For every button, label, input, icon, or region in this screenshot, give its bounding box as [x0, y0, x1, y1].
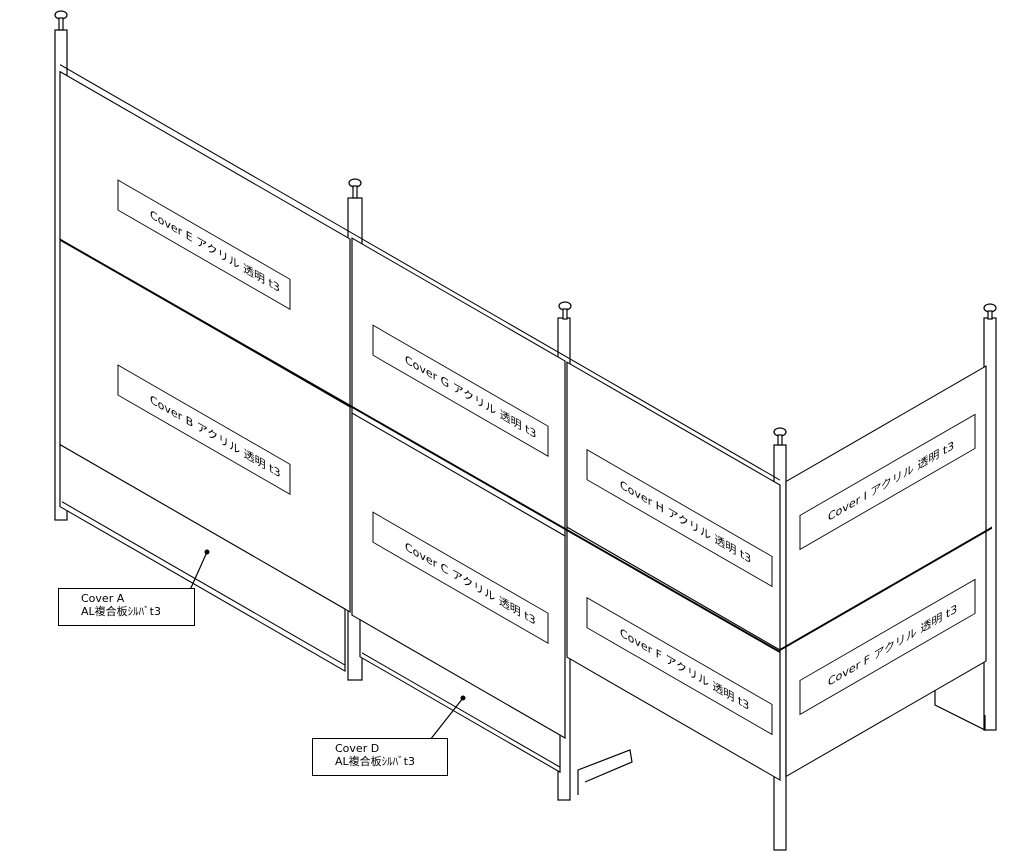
knob-icons	[54, 10, 997, 446]
left-wall: Cover E アクリル 透明 t3 Cover B アクリル 透明 t3 Co…	[59, 64, 781, 782]
panel-cover-a	[59, 443, 346, 673]
callout-cover-a: Cover A AL複合板ｼﾙﾊﾞt3	[58, 588, 195, 626]
callout-cover-d: Cover D AL複合板ｼﾙﾊﾞt3	[312, 738, 448, 776]
callout-cover-d-material: AL複合板ｼﾙﾊﾞt3	[335, 755, 415, 768]
top-rail	[60, 64, 780, 481]
callout-cover-d-name: Cover D	[335, 742, 380, 755]
mid-rail	[59, 238, 781, 654]
right-wall: Cover I アクリル 透明 t3 Cover F アクリル 透明 t3	[780, 365, 992, 778]
panel-cover-d	[359, 618, 561, 774]
leader-dot	[204, 549, 210, 555]
callout-cover-a-material: AL複合板ｼﾙﾊﾞt3	[81, 605, 161, 618]
leader-cover-a	[189, 551, 208, 591]
base-frame-right	[934, 690, 986, 731]
leader-dot	[460, 695, 466, 701]
leader-cover-d	[429, 697, 464, 741]
base-frame	[577, 749, 633, 795]
callout-cover-a-name: Cover A	[81, 592, 125, 605]
